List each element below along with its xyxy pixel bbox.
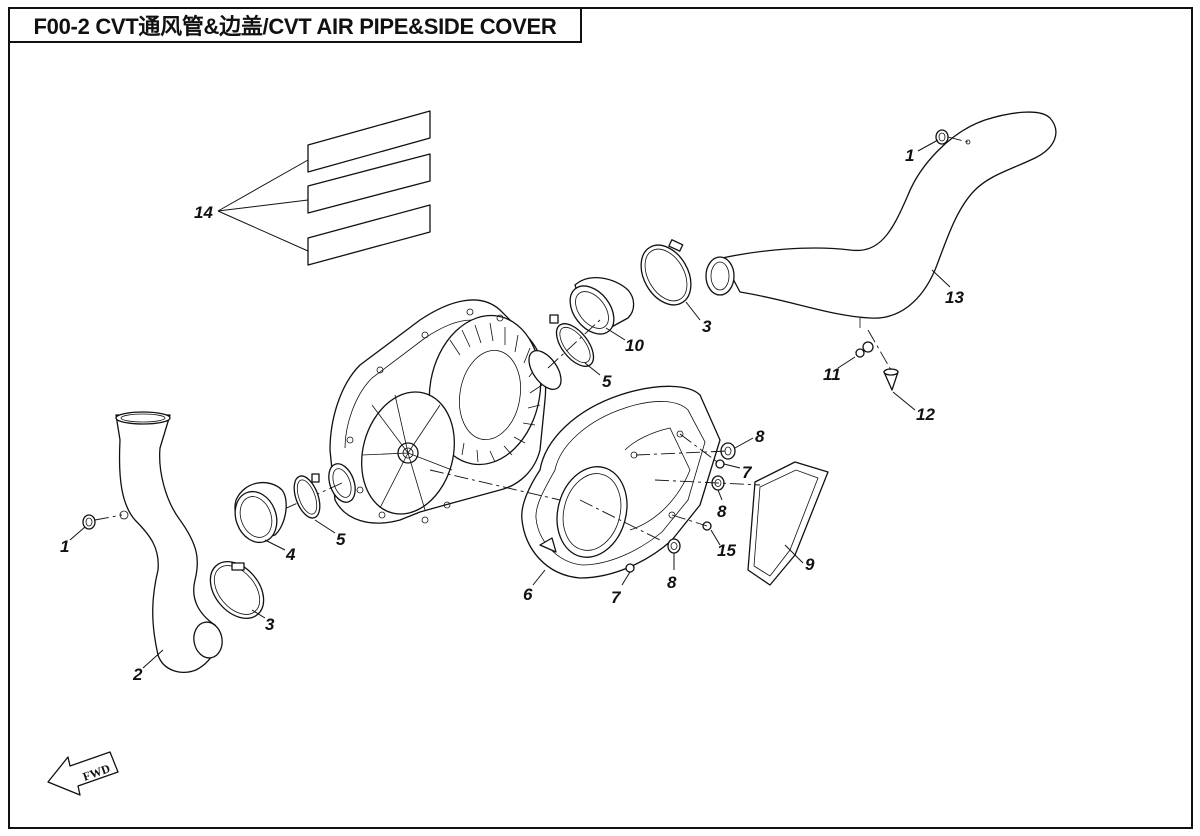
callout-15: 15 [717, 541, 736, 560]
side-cover-plate [747, 461, 829, 586]
callout-3-upper: 3 [702, 317, 712, 336]
callout-11: 11 [823, 365, 841, 384]
cvt-housing [328, 299, 562, 524]
callout-5-upper: 5 [602, 372, 612, 391]
rubber-boot-upper [569, 277, 635, 341]
diagram-frame [8, 7, 1193, 829]
grommet-right [917, 129, 969, 152]
hose-clamp-lower [209, 561, 266, 619]
callout-14: 14 [194, 203, 213, 222]
callout-7-right: 7 [742, 463, 753, 482]
callout-numbers: 1 1 2 3 3 4 5 5 6 7 7 8 8 8 9 10 11 12 1… [60, 146, 964, 684]
callout-8-middle: 8 [717, 502, 727, 521]
callout-10: 10 [625, 336, 644, 355]
rubber-boot-lower [234, 481, 287, 551]
forward-direction-arrow-icon: FWD [47, 751, 119, 796]
diagram-title-box: F00-2 CVT通风管&边盖/CVT AIR PIPE&SIDE COVER [8, 7, 582, 43]
cvt-side-cover [521, 385, 721, 586]
grommet-left [69, 514, 123, 541]
bolt [702, 521, 721, 546]
diagram-title: F00-2 CVT通风管&边盖/CVT AIR PIPE&SIDE COVER [33, 14, 557, 39]
drain-plug [867, 329, 916, 411]
callout-13: 13 [945, 288, 964, 307]
band-clamp-upper [549, 314, 601, 376]
callout-8-bottom: 8 [667, 573, 677, 592]
callout-12: 12 [916, 405, 935, 424]
callout-2: 2 [132, 665, 143, 684]
callout-5-lower: 5 [336, 530, 346, 549]
callout-3-lower: 3 [265, 615, 275, 634]
hose-clamp-upper [640, 239, 701, 321]
air-pipe-right [705, 111, 1057, 328]
decal-labels [217, 110, 431, 266]
callout-1-right: 1 [905, 146, 914, 165]
callout-1-left: 1 [60, 537, 69, 556]
hose-clip [837, 341, 874, 369]
band-clamp-lower [293, 473, 336, 534]
callout-7-lower: 7 [611, 588, 622, 607]
callout-9: 9 [805, 555, 815, 574]
callout-6: 6 [523, 585, 533, 604]
screws [621, 459, 741, 586]
air-pipe-left [115, 411, 223, 673]
callout-8-top: 8 [755, 427, 765, 446]
callout-4: 4 [285, 545, 296, 564]
